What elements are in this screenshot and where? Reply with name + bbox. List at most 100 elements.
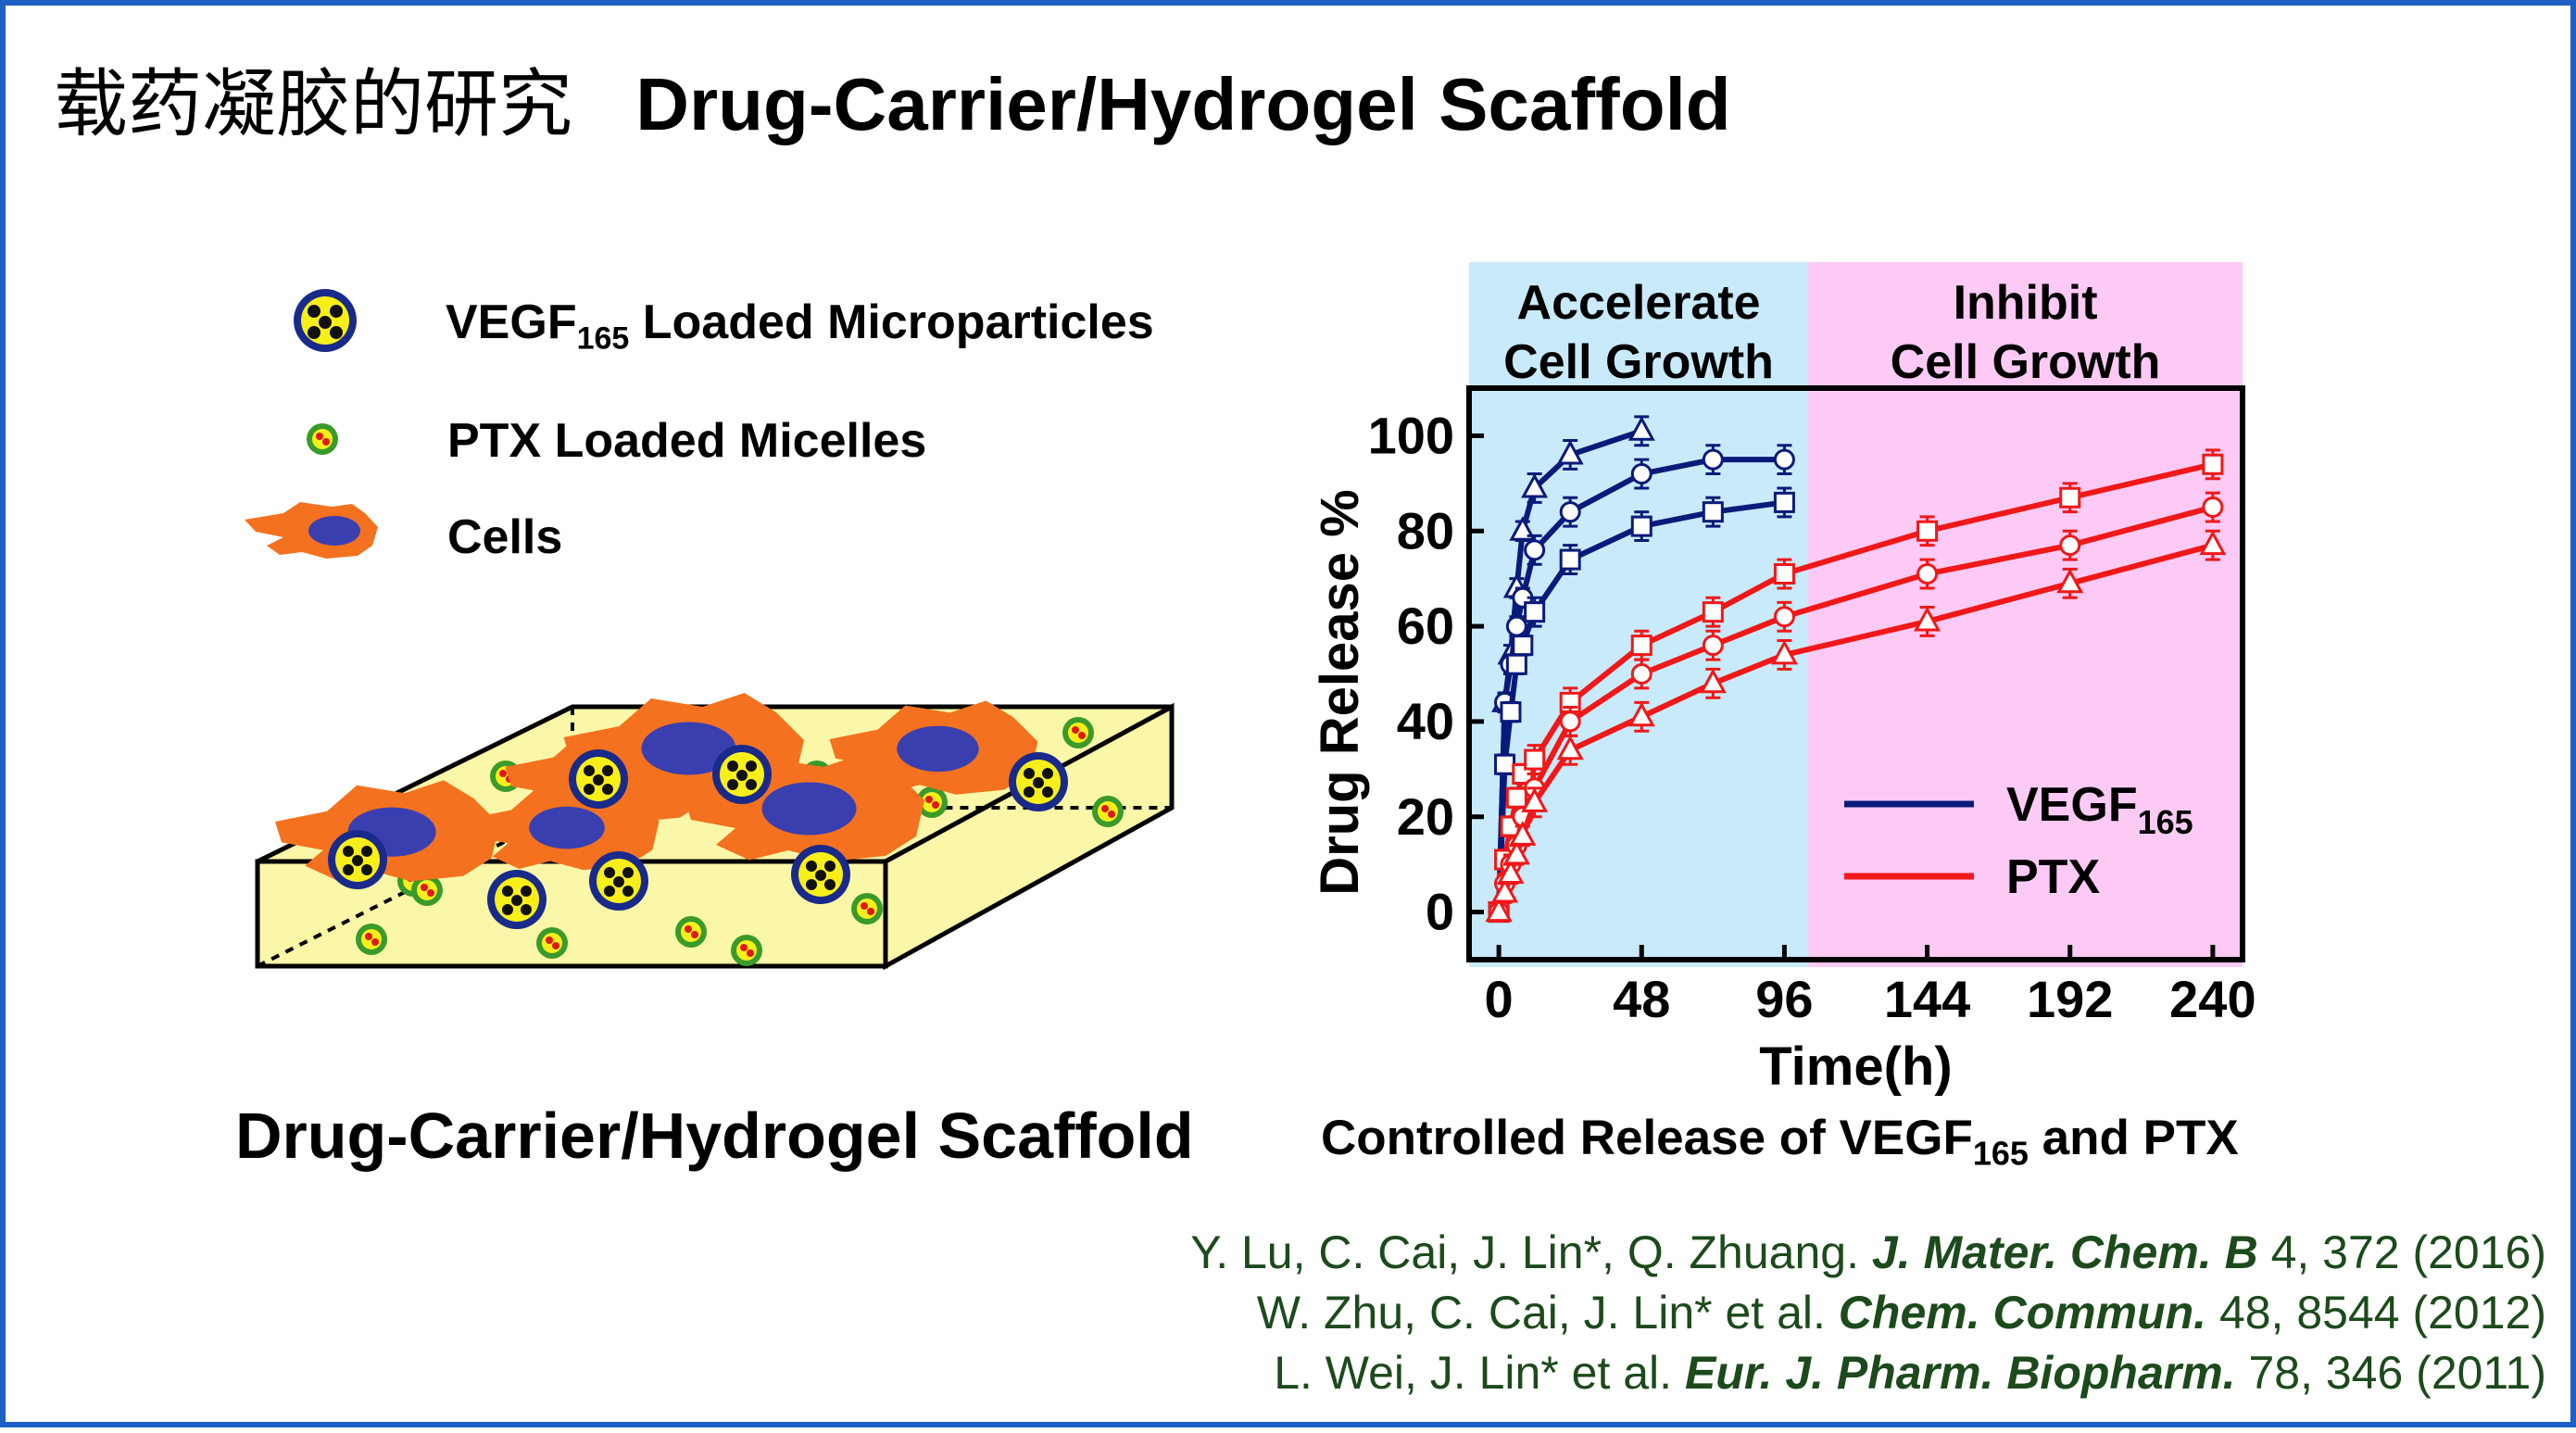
micelle <box>731 935 762 966</box>
reference-3-details: 78, 346 (2011) <box>2235 1347 2546 1399</box>
data-point <box>1497 859 1525 884</box>
data-point <box>1509 821 1537 846</box>
reference-1-authors: Y. Lu, C. Cai, J. Lin*, Q. Zhuang. <box>1190 1226 1872 1278</box>
ptx-micelle-icon <box>307 423 338 455</box>
data-point <box>1524 748 1546 771</box>
data-point <box>1916 520 1939 542</box>
series-line <box>1496 499 1785 912</box>
legend-label: PTX <box>2006 850 2100 904</box>
microparticle <box>328 830 387 889</box>
reference-2-authors: W. Zhu, C. Cai, J. Lin* et al. <box>1256 1287 1839 1339</box>
x-tick-label: 144 <box>1884 970 1970 1028</box>
data-point <box>2056 568 2084 594</box>
data-point <box>2059 486 2081 509</box>
data-point <box>1627 701 1655 727</box>
data-point <box>1773 448 1795 471</box>
cell-icon <box>245 502 378 559</box>
y-tick-label: 0 <box>1426 883 1454 941</box>
region-label-line2: Cell Growth <box>1503 335 1774 389</box>
reference-1-details: 4, 372 (2016) <box>2257 1226 2546 1278</box>
data-point <box>1559 710 1581 733</box>
y-tick-label: 40 <box>1397 692 1454 750</box>
data-point <box>1509 516 1537 541</box>
legend-ptx-text: PTX Loaded Micelles <box>447 414 927 468</box>
legend-cells-text: Cells <box>447 510 563 564</box>
data-point <box>1559 548 1581 571</box>
data-point <box>2199 530 2227 556</box>
data-point <box>1630 463 1652 485</box>
data-point <box>1773 606 1795 628</box>
chart-caption-sub: 165 <box>1972 1134 2029 1173</box>
micelle <box>851 893 883 924</box>
reference-3-journal: Eur. J. Pharm. Biopharm. <box>1684 1347 2236 1399</box>
series-ptx-triangle <box>1485 529 2227 923</box>
legend-vegf-text-after: Loaded Microparticles <box>629 295 1154 349</box>
title-chinese: 载药凝胶的研究 <box>54 61 572 147</box>
data-point <box>1773 491 1795 513</box>
legend-vegf-text: VEGF <box>446 295 577 349</box>
data-point <box>1556 735 1584 760</box>
microparticle <box>589 851 648 911</box>
data-point <box>1502 839 1530 865</box>
x-tick-label: 192 <box>2027 970 2113 1028</box>
reference-2: W. Zhu, C. Cai, J. Lin* et al. Chem. Com… <box>1257 1286 2546 1339</box>
data-point <box>1494 753 1516 775</box>
micelle <box>411 874 443 906</box>
data-point <box>1627 416 1655 441</box>
plot-frame <box>1466 385 2245 962</box>
x-tick-label: 0 <box>1485 970 1514 1028</box>
page-title: 载药凝胶的研究 Drug-Carrier/Hydrogel Scaffold <box>54 44 1731 152</box>
data-point <box>1773 563 1795 585</box>
legend-entry-ptx: PTX <box>1844 850 2100 904</box>
reference-1: Y. Lu, C. Cai, J. Lin*, Q. Zhuang. J. Ma… <box>1190 1226 2546 1279</box>
data-point <box>1524 539 1546 561</box>
microparticle <box>1009 752 1068 811</box>
y-tick-label: 60 <box>1397 597 1454 655</box>
y-axis-label: Drug Release % <box>1310 489 1370 895</box>
data-point <box>1914 606 1941 632</box>
data-point <box>2202 497 2224 519</box>
data-point <box>1702 635 1724 657</box>
x-axis-label: Time(h) <box>1759 1037 1952 1097</box>
legend-label-sub: 165 <box>2138 803 2193 841</box>
data-point <box>1485 897 1513 923</box>
reference-3: L. Wei, J. Lin* et al. Eur. J. Pharm. Bi… <box>1274 1346 2546 1400</box>
legend-ptx-micelles: PTX Loaded Micelles <box>447 413 926 469</box>
reference-2-journal: Chem. Commun. <box>1838 1287 2207 1339</box>
series-vegf-square <box>1488 486 1795 924</box>
legend-vegf-microparticles: VEGF165 Loaded Microparticles <box>446 295 1154 357</box>
data-point <box>1702 448 1724 471</box>
legend-cells: Cells <box>447 509 562 565</box>
data-point <box>2059 534 2081 557</box>
data-point <box>1702 501 1724 523</box>
region-1 <box>1808 262 2243 967</box>
micelle <box>1092 796 1124 827</box>
y-tick-label: 20 <box>1397 787 1454 846</box>
microparticle <box>791 845 850 904</box>
series-line <box>1496 457 1785 912</box>
y-tick-label: 100 <box>1368 406 1454 464</box>
data-point <box>1559 501 1581 523</box>
data-point <box>1770 639 1798 665</box>
data-point <box>1500 701 1522 723</box>
title-english: Drug-Carrier/Hydrogel Scaffold <box>635 63 1731 145</box>
region-label-line1: Accelerate <box>1517 276 1761 330</box>
region-label-line2: Cell Growth <box>1891 335 2161 389</box>
micelle <box>1062 717 1094 748</box>
y-tick-label: 80 <box>1397 501 1454 559</box>
scaffold-caption: Drug-Carrier/Hydrogel Scaffold <box>235 1100 1194 1172</box>
data-point <box>1524 601 1546 623</box>
chart-caption-text-after: and PTX <box>2028 1111 2239 1165</box>
micelle <box>916 786 948 818</box>
data-point <box>1521 472 1549 498</box>
data-point <box>1505 615 1527 637</box>
reference-1-journal: J. Mater. Chem. B <box>1871 1226 2258 1278</box>
data-point <box>1916 563 1939 585</box>
legend-vegf-sub: 165 <box>576 321 630 357</box>
microparticle <box>569 749 628 809</box>
x-tick-label: 96 <box>1755 970 1813 1028</box>
data-point <box>1630 515 1652 537</box>
data-point <box>1512 635 1534 657</box>
